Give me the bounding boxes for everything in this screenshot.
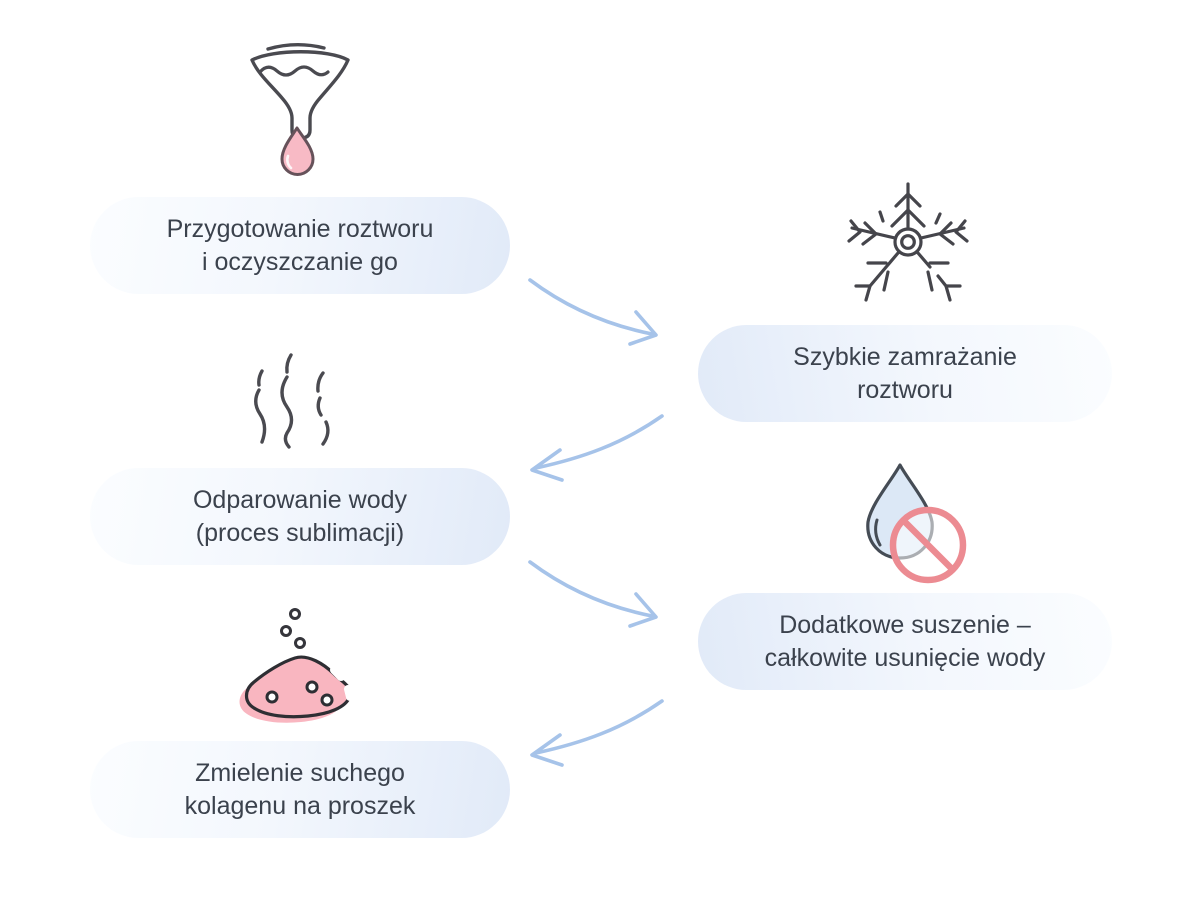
step-3-label-pill: Odparowanie wody (proces sublimacji) — [90, 468, 510, 565]
step-4-label-pill: Dodatkowe suszenie – całkowite usunięcie… — [698, 593, 1112, 690]
water-drop-ban-icon — [853, 458, 971, 586]
arrow-step3-to-step4 — [524, 548, 664, 640]
arrow-step1-to-step2 — [524, 266, 664, 358]
arrow-step2-to-step3 — [522, 406, 668, 494]
step-5-label-pill: Zmielenie suchego kolagenu na proszek — [90, 741, 510, 838]
step-2-label-pill: Szybkie zamrażanie roztworu — [698, 325, 1112, 422]
funnel-drip-icon — [238, 36, 362, 180]
step-1-label-pill: Przygotowanie roztworu i oczyszczanie go — [90, 197, 510, 294]
steam-icon — [246, 344, 370, 462]
arrow-step4-to-step5 — [522, 691, 668, 779]
snowflake-icon — [846, 178, 972, 310]
powder-icon — [236, 596, 368, 734]
